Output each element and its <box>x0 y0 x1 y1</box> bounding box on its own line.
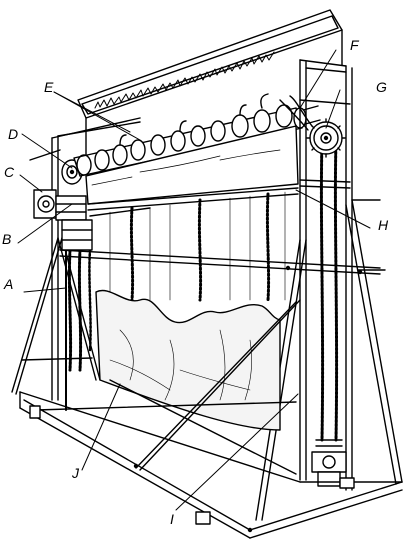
top-panel <box>77 9 343 161</box>
label-d: D <box>8 126 19 142</box>
label-i: I <box>170 511 174 527</box>
fabric-strips <box>109 191 286 302</box>
label-j: J <box>72 465 79 481</box>
drive-gear <box>279 95 346 158</box>
right-tower <box>255 59 403 521</box>
leader-lines <box>17 49 371 511</box>
left-drive-unit <box>33 159 93 251</box>
label-b: B <box>2 231 12 247</box>
left-frame <box>11 117 141 411</box>
top-roller <box>73 93 321 177</box>
fabric-bag <box>95 289 281 431</box>
base-frame <box>19 299 403 539</box>
middle-beam <box>59 249 381 275</box>
label-a: A <box>4 276 14 292</box>
label-e: E <box>44 79 54 95</box>
label-g: G <box>376 79 387 95</box>
label-h: H <box>378 217 389 233</box>
label-c: C <box>4 164 15 180</box>
fabric-upper <box>85 125 299 217</box>
label-f: F <box>350 37 359 53</box>
